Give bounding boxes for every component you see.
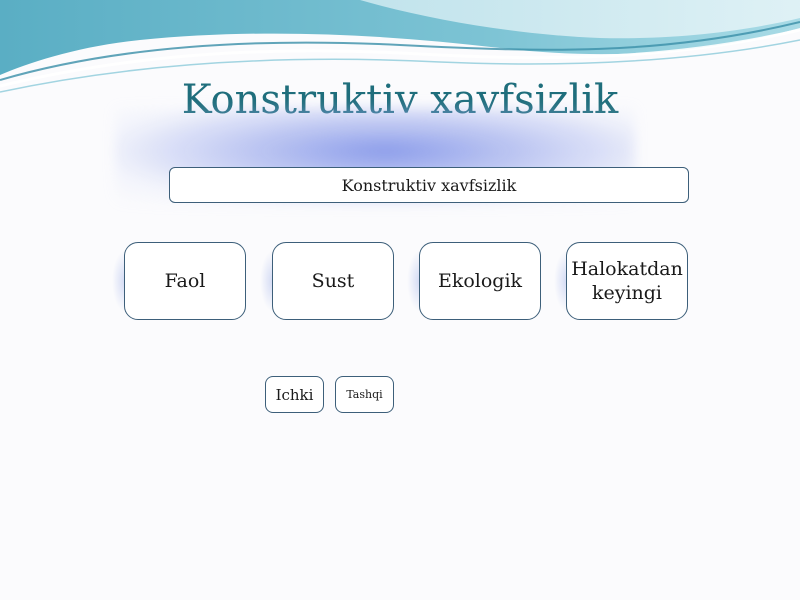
wave-line-1: [0, 21, 800, 81]
wave-line-2: [0, 28, 800, 88]
header-wave-decoration: [0, 0, 800, 93]
category-node-halokatdan-keyingi: Halokatdan keyingi: [566, 242, 688, 320]
wave-line-3: [0, 39, 800, 93]
root-node: Konstruktiv xavfsizlik: [169, 167, 689, 203]
subcategory-node-ichki: Ichki: [265, 376, 324, 413]
category-node-ekologik: Ekologik: [419, 242, 541, 320]
subcategory-node-tashqi: Tashqi: [335, 376, 394, 413]
category-node-faol: Faol: [124, 242, 246, 320]
wave-light: [360, 0, 800, 39]
category-node-sust: Sust: [272, 242, 394, 320]
